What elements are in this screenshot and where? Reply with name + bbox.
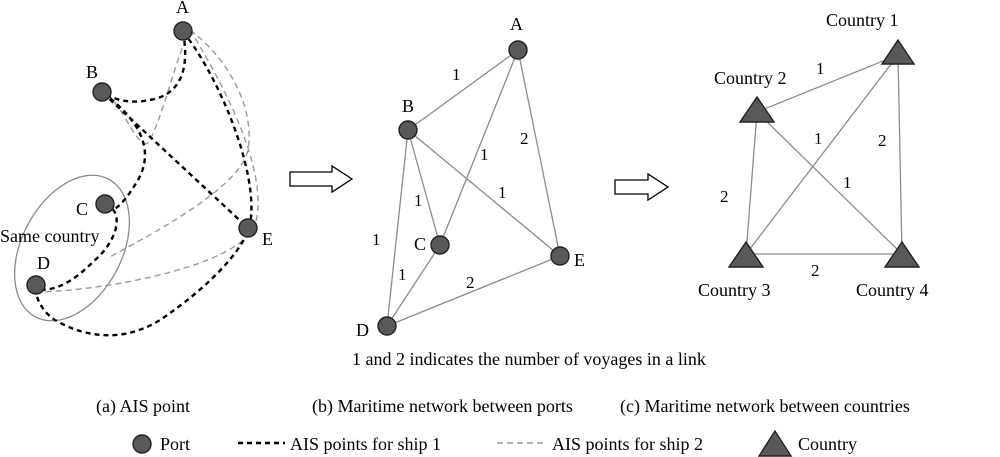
edge-c1-c4 — [897, 54, 903, 255]
ship1-track-b-e — [102, 92, 249, 229]
edge-c2-c3-label: 2 — [720, 187, 729, 206]
arrow-a-to-b — [289, 164, 354, 194]
edge-c3-c4-label: 2 — [811, 261, 820, 280]
same-country-label: Same country — [0, 226, 99, 246]
panel-c-country-network: Country 1 Country 2 Country 3 Country 4 … — [698, 10, 929, 300]
port-d-node — [26, 275, 46, 295]
same-country-oval — [13, 174, 131, 322]
edge-de — [386, 255, 561, 327]
country-4-node — [883, 240, 921, 268]
country-1-label: Country 1 — [826, 10, 899, 30]
arrow-b-to-c — [614, 172, 670, 202]
edge-ac — [439, 49, 519, 246]
edge-bc-label: 1 — [414, 191, 423, 210]
edge-de-label: 2 — [466, 273, 475, 292]
port-c-node — [95, 194, 115, 214]
ship1-track-a-b — [102, 31, 187, 103]
port-a-label: A — [176, 0, 189, 17]
port-d-label: D — [37, 253, 50, 273]
edge-bd — [386, 129, 409, 327]
port-c-node — [430, 235, 450, 255]
ship1-track-b-c — [102, 92, 147, 211]
country-3-node — [727, 240, 765, 268]
ship1-track-a-d — [33, 31, 253, 337]
caption-a: (a) AIS point — [96, 396, 190, 417]
edge-c2-c4-label: 1 — [843, 173, 852, 192]
port-c-label: C — [414, 234, 426, 254]
edge-ac-label: 1 — [480, 145, 489, 164]
legend-port-icon — [132, 434, 152, 454]
port-b-label: B — [402, 96, 414, 116]
port-b-label: B — [86, 62, 98, 82]
edge-be-label: 1 — [498, 183, 507, 202]
edge-cd — [386, 244, 441, 327]
edge-c1-c3-label: 1 — [814, 129, 823, 148]
port-b-node — [398, 120, 418, 140]
panel-b-port-network: A B C D E 1 1 2 1 1 1 1 2 — [356, 14, 585, 340]
ship1-track-c-d — [37, 203, 118, 292]
port-d-label: D — [356, 320, 369, 340]
port-e-node — [550, 246, 570, 266]
legend-port-label: Port — [160, 434, 190, 454]
country-1-node — [880, 38, 916, 65]
edge-ab — [407, 49, 519, 131]
legend-country-label: Country — [798, 434, 857, 454]
edge-c1-c3 — [745, 54, 899, 255]
edge-ab-label: 1 — [452, 65, 461, 84]
legend-country-icon — [757, 429, 793, 457]
edge-c2-c3 — [745, 111, 758, 255]
ship2-track-a-b — [102, 29, 191, 145]
edge-cd-label: 1 — [398, 265, 407, 284]
legend-ship2-label: AIS points for ship 2 — [552, 434, 703, 454]
edge-bd-label: 1 — [372, 230, 381, 249]
edge-ae — [517, 49, 561, 257]
ship2-track-a-c — [107, 29, 250, 259]
edge-c1-c4-label: 2 — [878, 131, 887, 150]
voyage-count-note: 1 and 2 indicates the number of voyages … — [352, 349, 706, 369]
ship2-track-a-d — [39, 29, 259, 293]
port-a-node — [173, 21, 193, 41]
port-e-label: E — [574, 250, 585, 270]
country-3-label: Country 3 — [698, 280, 771, 300]
caption-c: (c) Maritime network between countries — [620, 396, 910, 417]
edge-c1-c2 — [756, 54, 899, 113]
country-2-label: Country 2 — [714, 68, 787, 88]
country-4-label: Country 4 — [856, 280, 929, 300]
port-e-label: E — [262, 229, 273, 249]
port-a-label: A — [510, 14, 523, 34]
edge-ae-label: 2 — [520, 129, 529, 148]
edge-c2-c4 — [756, 111, 903, 255]
port-a-node — [508, 40, 528, 60]
country-2-node — [738, 95, 776, 123]
port-c-label: C — [76, 199, 88, 219]
edge-bc — [407, 129, 441, 246]
port-b-node — [92, 82, 112, 102]
port-d-node — [377, 316, 397, 336]
legend-ship1-label: AIS points for ship 1 — [290, 434, 441, 454]
caption-b: (b) Maritime network between ports — [312, 396, 573, 417]
panel-a-ais-points: A B C D E Same country — [0, 0, 273, 337]
legend: Port AIS points for ship 1 AIS points fo… — [132, 429, 857, 457]
port-e-node — [238, 218, 258, 238]
edge-c1-c2-label: 1 — [816, 59, 825, 78]
edge-be — [407, 129, 561, 257]
